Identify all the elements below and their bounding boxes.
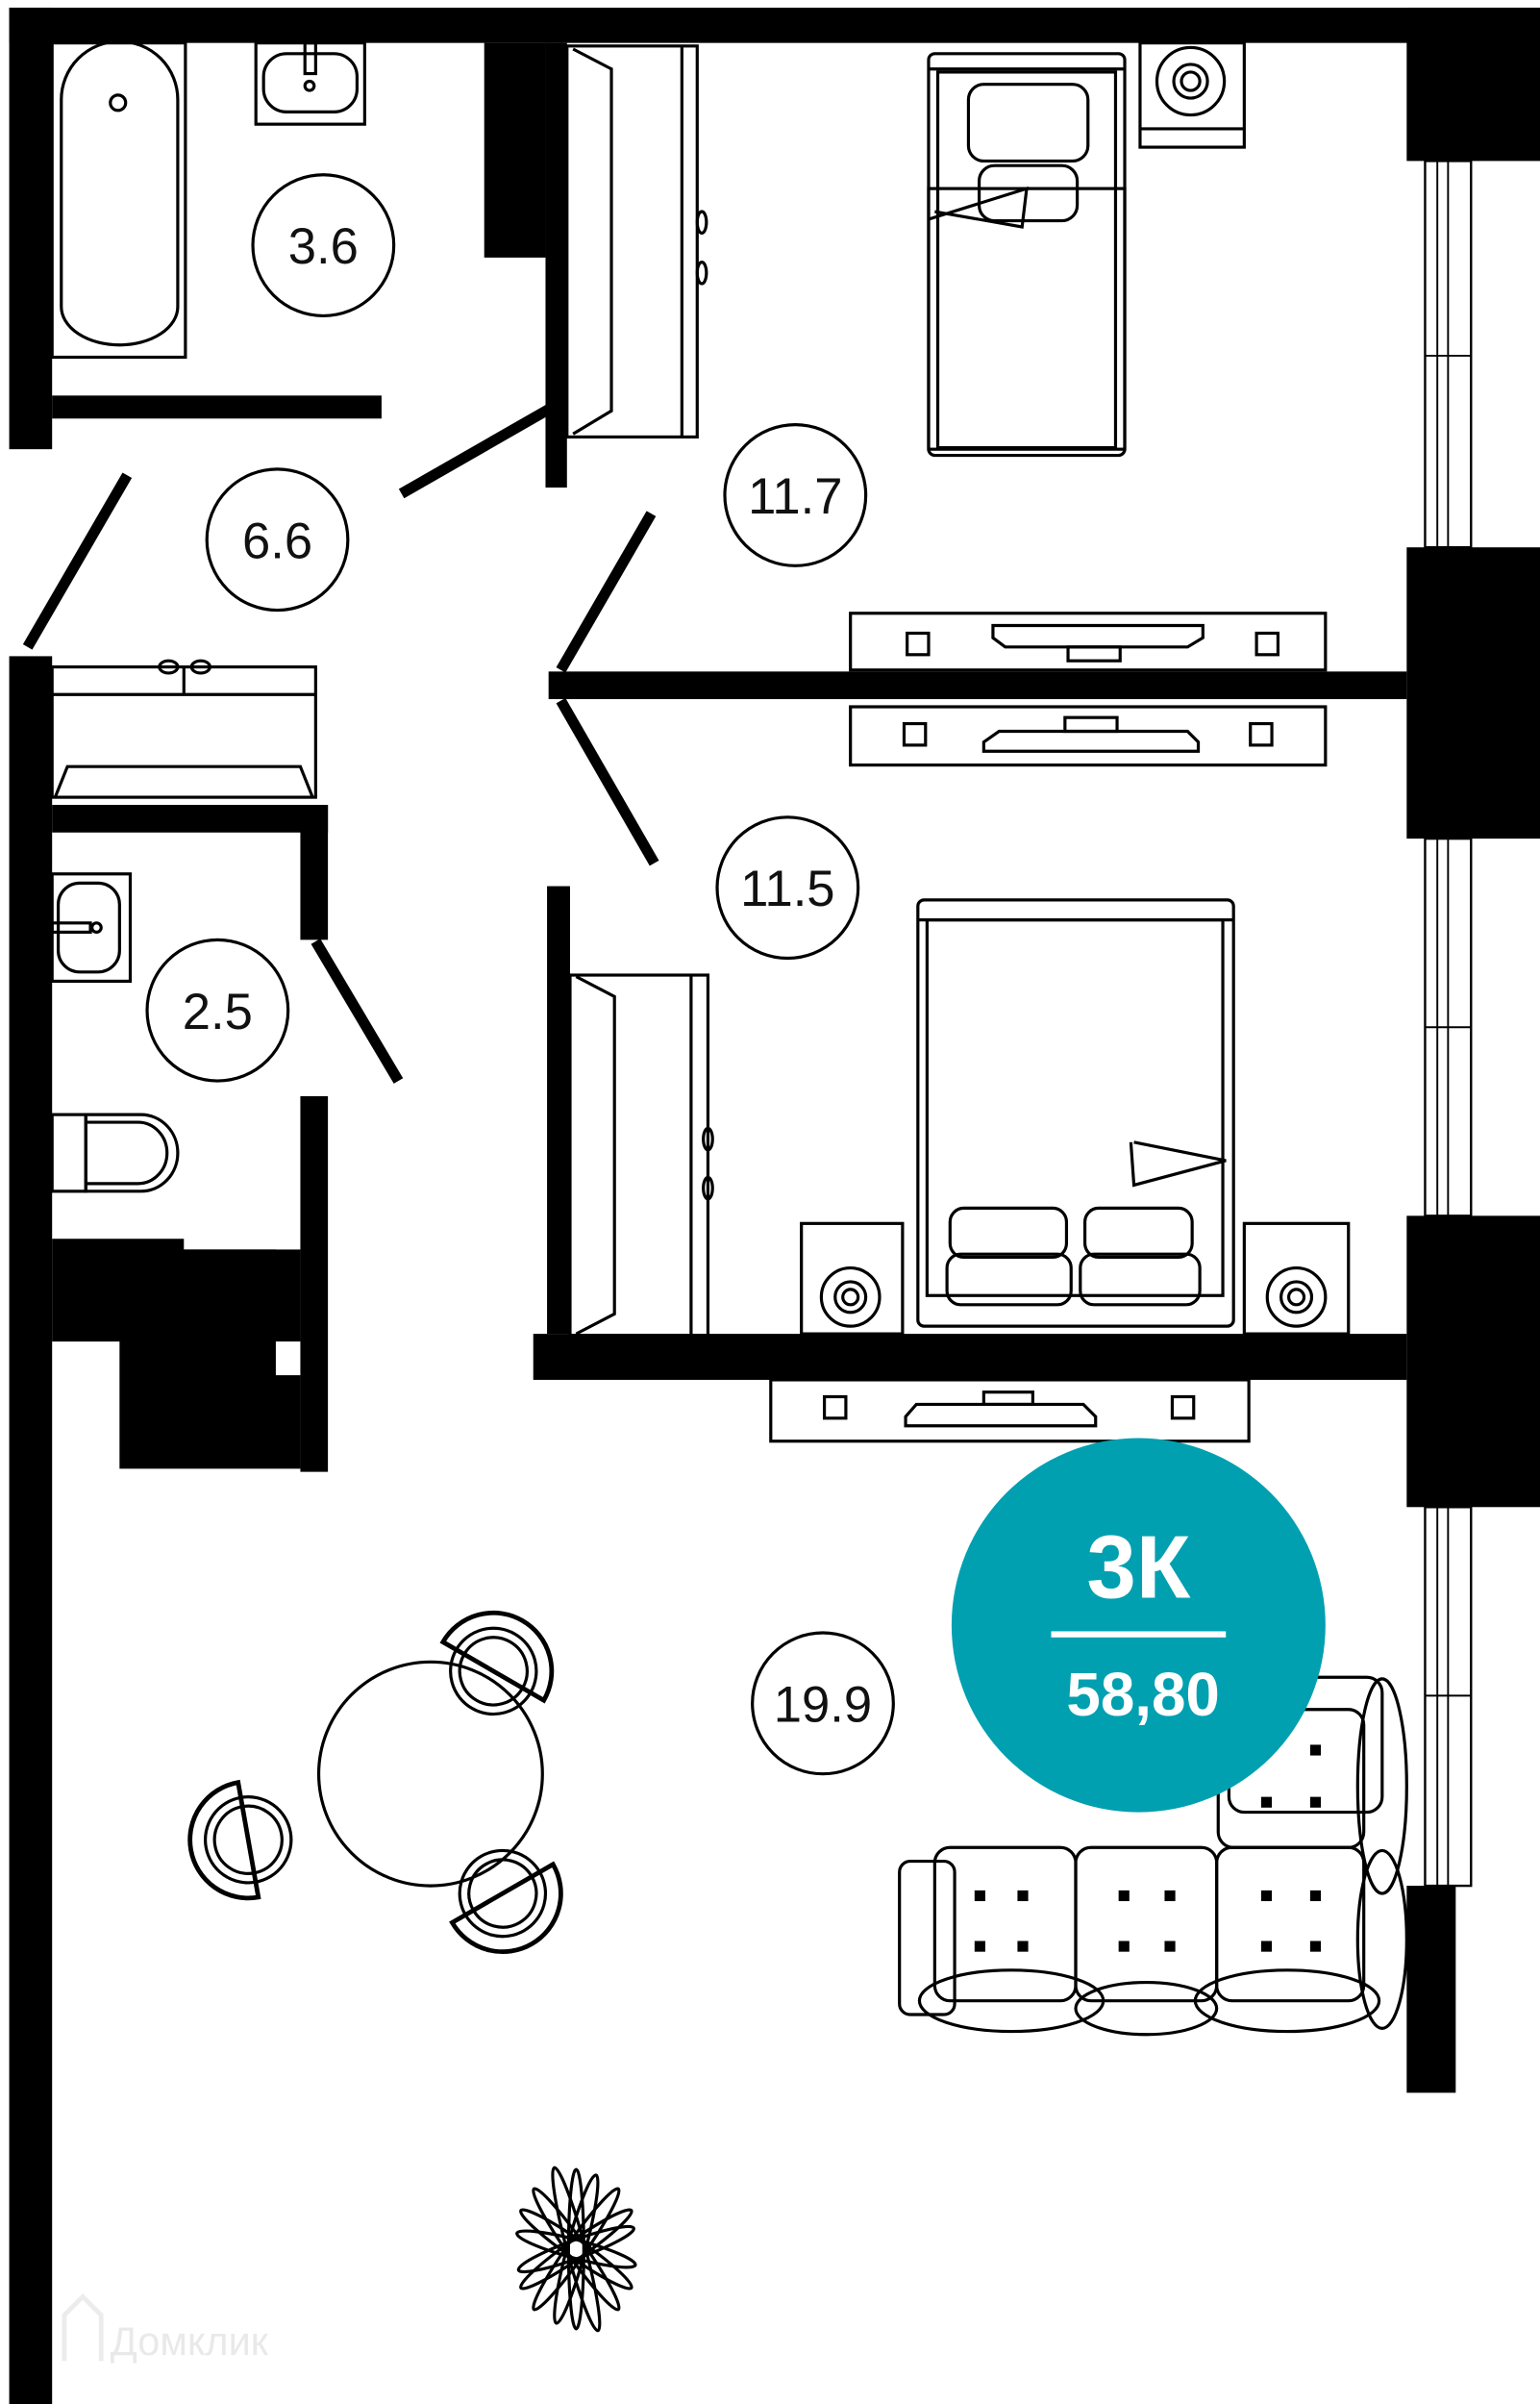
single-bed bbox=[927, 52, 1127, 458]
chair bbox=[439, 1610, 555, 1716]
hallway-cabinet bbox=[50, 659, 317, 799]
toilet-bowl bbox=[50, 1113, 180, 1193]
watermark: Домклик bbox=[62, 2293, 269, 2364]
badge-circle bbox=[951, 1438, 1326, 1813]
room-area: 3.6 bbox=[288, 218, 359, 275]
room-label-living: 19.9 bbox=[751, 1631, 895, 1776]
corner-sofa bbox=[898, 1675, 1408, 2037]
room-area: 11.7 bbox=[748, 468, 842, 525]
room-label-bathroom: 3.6 bbox=[251, 173, 396, 318]
tv-stand-living bbox=[769, 1378, 1251, 1443]
room-label-bedroom-1: 11.7 bbox=[723, 423, 868, 567]
dining-table bbox=[187, 1610, 563, 1955]
bathtub bbox=[50, 39, 187, 360]
tv-stand-bedroom-2 bbox=[849, 705, 1328, 767]
toilet-sink bbox=[50, 872, 133, 984]
badge-area: 58,80 bbox=[1066, 1660, 1220, 1729]
room-area: 2.5 bbox=[183, 984, 253, 1040]
room-label-toilet: 2.5 bbox=[145, 938, 290, 1083]
walls bbox=[9, 7, 1540, 2404]
room-label-hallway: 6.6 bbox=[205, 467, 350, 613]
tv-stand-bedroom-1 bbox=[849, 612, 1328, 672]
room-area: 11.5 bbox=[740, 861, 834, 917]
room-area: 19.9 bbox=[774, 1676, 872, 1733]
badge-divider bbox=[1051, 1631, 1227, 1638]
nightstand-bedroom-1 bbox=[1138, 41, 1246, 149]
nightstand-left bbox=[800, 1221, 905, 1336]
room-label-bedroom-2: 11.5 bbox=[715, 815, 860, 961]
nightstand-right bbox=[1242, 1221, 1351, 1336]
apartment-badge: 3К 58,80 bbox=[951, 1438, 1326, 1813]
chair bbox=[449, 1848, 563, 1955]
wardrobe-bedroom-1 bbox=[565, 44, 708, 438]
chair bbox=[187, 1779, 293, 1901]
wardrobe-bedroom-2 bbox=[568, 973, 714, 1338]
watermark-text: Домклик bbox=[111, 2318, 269, 2364]
windows bbox=[1424, 160, 1473, 1888]
double-bed bbox=[916, 898, 1235, 1328]
room-area: 6.6 bbox=[242, 513, 312, 569]
badge-room-count: 3К bbox=[1086, 1516, 1190, 1616]
plant-icon bbox=[515, 2166, 637, 2333]
bathroom-sink bbox=[254, 41, 366, 126]
doors bbox=[22, 404, 659, 1084]
